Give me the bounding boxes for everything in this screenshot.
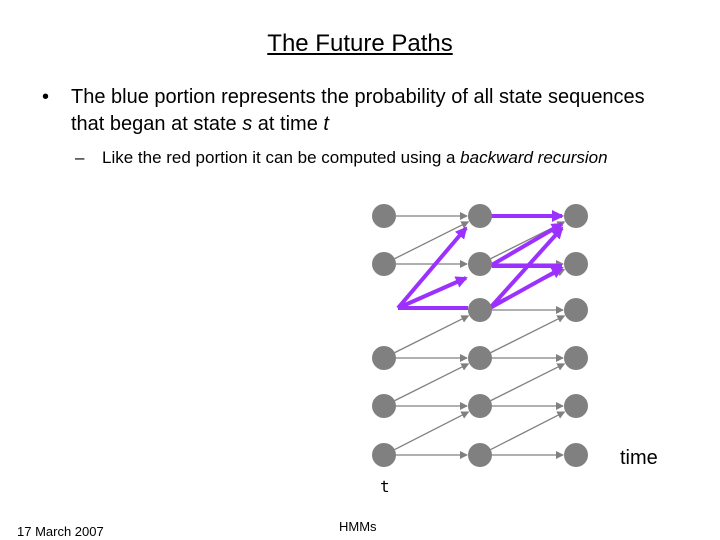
trellis-edge: [490, 363, 566, 402]
sub-bullet-emphasis: backward recursion: [460, 148, 608, 167]
path-arrow: [488, 226, 564, 310]
state-node: [468, 252, 492, 276]
state-node: [372, 394, 396, 418]
bullet-text-middle: at time: [252, 113, 324, 135]
trellis-edge: [490, 315, 566, 354]
slide-title: The Future Paths: [267, 30, 453, 57]
state-node: [564, 204, 588, 228]
state-node: [372, 204, 396, 228]
state-node: [564, 394, 588, 418]
bullet-text: The blue portion represents the probabil…: [42, 84, 662, 138]
footer-date: 17 March 2007: [17, 524, 104, 539]
state-node: [468, 394, 492, 418]
time-axis-label: time: [620, 447, 658, 469]
bullet-var-s: s: [242, 113, 253, 135]
state-node: [372, 443, 396, 467]
bullet-var-t: t: [323, 113, 329, 135]
sub-bullet-text: Like the red portion it can be computed …: [75, 147, 635, 169]
state-node: [468, 204, 492, 228]
sub-bullet-point: – Like the red portion it can be compute…: [75, 147, 635, 169]
state-node: [468, 298, 492, 322]
bullet-marker: •: [42, 86, 50, 108]
state-node: [468, 443, 492, 467]
state-node: [564, 252, 588, 276]
path-arrow: [488, 222, 564, 268]
state-node: [468, 346, 492, 370]
trellis-nodes: [372, 204, 588, 467]
t-label: t: [380, 477, 390, 496]
state-node: [372, 252, 396, 276]
state-node: [564, 298, 588, 322]
sub-bullet-marker: –: [75, 148, 85, 167]
trellis-edge: [394, 411, 470, 451]
trellis-edge: [394, 363, 470, 402]
state-node: [372, 346, 396, 370]
path-arrow: [396, 226, 468, 310]
trellis-edge: [490, 411, 566, 451]
path-arrow: [489, 266, 564, 310]
path-arrow: [397, 276, 468, 310]
state-node: [564, 443, 588, 467]
bullet-text-start: The blue portion represents the probabil…: [71, 86, 645, 135]
state-node: [564, 346, 588, 370]
bullet-point: • The blue portion represents the probab…: [42, 84, 662, 138]
future-path-arrows: [396, 210, 564, 310]
trellis-edge: [394, 315, 470, 354]
sub-bullet-text-start: Like the red portion it can be computed …: [102, 148, 461, 167]
footer-topic: HMMs: [339, 519, 377, 534]
